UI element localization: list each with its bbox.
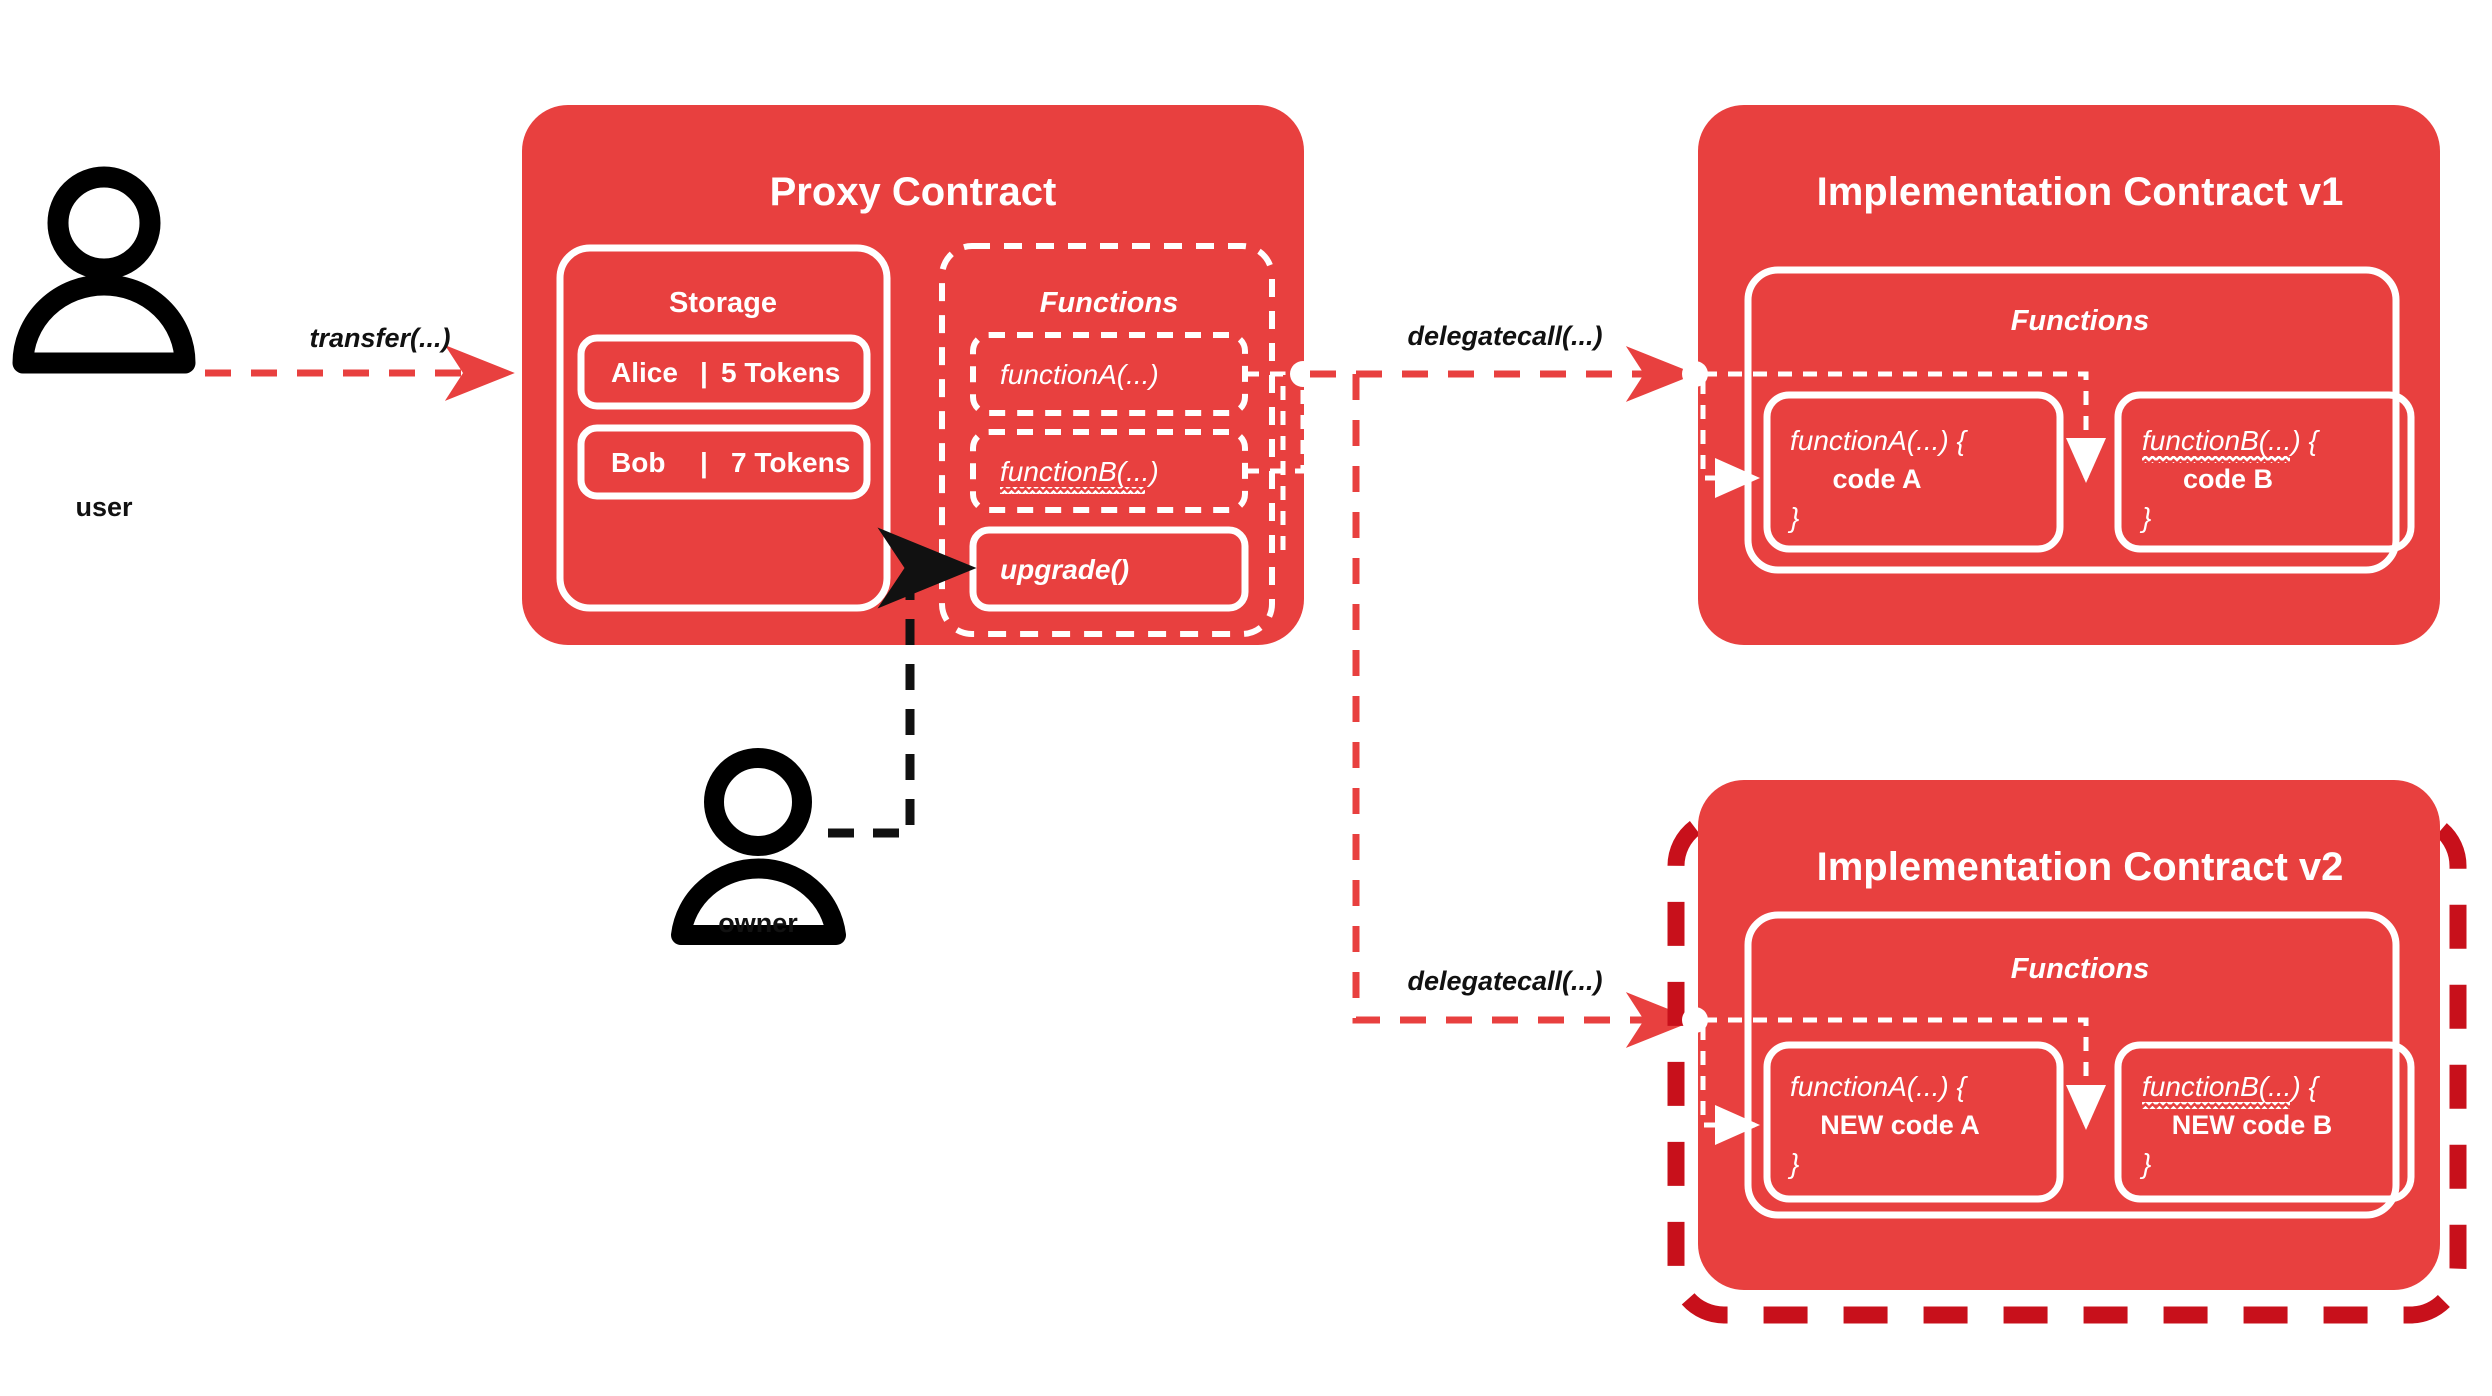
proxy-storage-panel: Storage Alice | 5 Tokens Bob | 7 Tokens: [556, 244, 891, 612]
proxy-internal-routing: [1245, 371, 1306, 560]
v2-functions-title: Functions: [2011, 953, 2150, 985]
function-close: }: [1787, 1148, 1799, 1179]
function-close: }: [1787, 502, 1799, 533]
storage-title: Storage: [669, 287, 777, 319]
edge-owner-upgrade: [828, 527, 977, 838]
function-signature: functionB(...) {: [2142, 1071, 2321, 1102]
storage-row-separator: |: [700, 357, 708, 388]
function-close: }: [2139, 1148, 2151, 1179]
function-body: NEW code A: [1820, 1110, 1980, 1140]
actor-user-label: user: [75, 492, 133, 522]
edge-delegatecall-v1-label: delegatecall(...): [1407, 321, 1602, 351]
actor-owner-caption: owner: [718, 908, 798, 938]
storage-row-bob: Bob | 7 Tokens: [577, 424, 871, 500]
implementation-v2[interactable]: Implementation Contract v2 Functions fun…: [1667, 780, 2467, 1324]
v2-function-functionb[interactable]: functionB(...) { NEW code B }: [2114, 1041, 2415, 1203]
storage-row-name: Alice: [611, 357, 678, 388]
delegatecall-routing: delegatecall(...) delegatecall(...): [1290, 321, 1696, 1048]
v2-routing-to-functiona: [1700, 1026, 1760, 1145]
function-box: [2114, 391, 2415, 553]
proxy-functions-panel: Functions functionA(...) functionB(...) …: [939, 243, 1275, 637]
v1-functions-box: [1744, 266, 2400, 574]
actor-user: user: [12, 166, 196, 522]
v1-routing-to-functionb: [1703, 371, 2106, 483]
storage-row-name: Bob: [611, 447, 665, 478]
function-label: functionA(...): [1000, 359, 1159, 390]
junction-dot-proxy: [1290, 361, 1316, 387]
function-box: [1763, 391, 2064, 553]
edge-delegatecall-v2-label: delegatecall(...): [1407, 966, 1602, 996]
implementation-v2-body: [1698, 780, 2440, 1290]
function-close: }: [2139, 502, 2151, 533]
function-body: code A: [1832, 464, 1921, 494]
routing-functionb: [1245, 374, 1306, 474]
function-signature: functionB(...) {: [2142, 425, 2321, 456]
proxy-contract[interactable]: Proxy Contract Storage Alice | 5 Tokens …: [522, 105, 1306, 645]
v1-functions-title: Functions: [2011, 305, 2150, 337]
function-body: code B: [2183, 464, 2273, 494]
storage-row-alice: Alice | 5 Tokens: [577, 334, 871, 410]
spellcheck-squiggle-icon: [2142, 456, 2290, 463]
person-icon: [671, 748, 846, 945]
delegatecall-v2-arrow: [1352, 374, 1696, 1048]
spellcheck-squiggle-icon: [2142, 1102, 2290, 1109]
implementation-v1[interactable]: Implementation Contract v1 Functions fun…: [1682, 105, 2440, 645]
function-box: [1763, 1041, 2064, 1203]
upgrade-function[interactable]: upgrade(): [969, 526, 1249, 612]
actor-owner: owner owner: [671, 748, 846, 945]
storage-row-value: 7 Tokens: [731, 447, 850, 478]
edge-transfer: transfer(...): [205, 323, 515, 401]
functions-title: Functions: [1040, 287, 1179, 319]
function-box: [2114, 1041, 2415, 1203]
functions-box: [939, 243, 1275, 637]
function-signature: functionA(...) {: [1790, 425, 1969, 456]
function-label: functionB(...): [1000, 456, 1159, 487]
implementation-v1-body: [1698, 105, 2440, 645]
storage-row-value: 5 Tokens: [721, 357, 840, 388]
storage-box: [556, 244, 891, 612]
proxy-contract-title: Proxy Contract: [770, 170, 1057, 214]
function-label: upgrade(): [1000, 554, 1129, 585]
storage-row-box: [577, 424, 871, 500]
v2-function-functiona[interactable]: functionA(...) { NEW code A }: [1763, 1041, 2064, 1203]
v1-routing-to-functiona: [1700, 380, 1760, 498]
edge-transfer-label: transfer(...): [309, 323, 450, 353]
storage-row-separator: |: [700, 447, 708, 478]
v2-routing-to-functionb: [1703, 1017, 2106, 1130]
implementation-v1-title: Implementation Contract v1: [1817, 170, 2344, 214]
v2-functions-box: [1744, 911, 2400, 1219]
function-signature: functionA(...) {: [1790, 1071, 1969, 1102]
routing-functiona: [1245, 371, 1286, 560]
storage-row-box: [577, 334, 871, 410]
person-icon: [12, 166, 196, 374]
spellcheck-squiggle-icon: [1000, 487, 1145, 494]
implementation-v2-title: Implementation Contract v2: [1817, 845, 2344, 889]
v1-function-functionb[interactable]: functionB(...) { code B }: [2114, 391, 2415, 553]
function-body: NEW code B: [2172, 1110, 2333, 1140]
v1-function-functiona[interactable]: functionA(...) { code A }: [1763, 391, 2064, 553]
